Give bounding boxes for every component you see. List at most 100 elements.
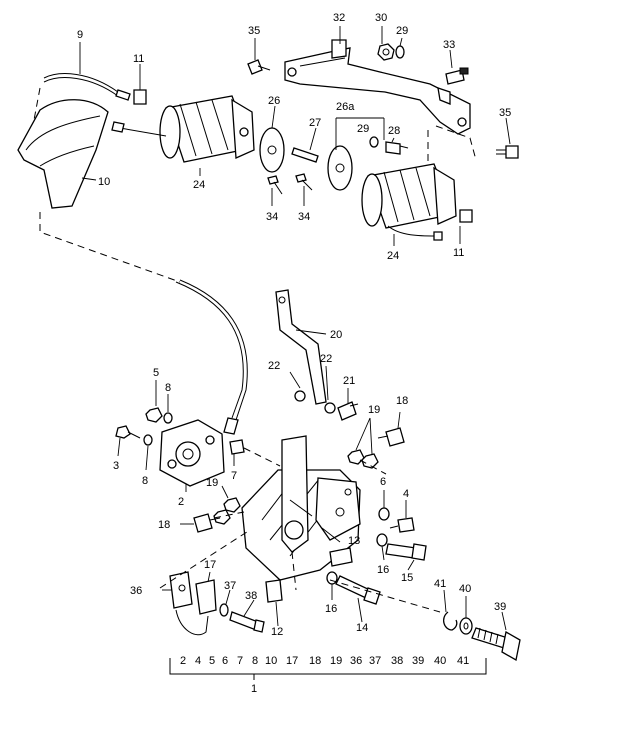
callout-8: 8 xyxy=(142,475,148,487)
callout-18: 18 xyxy=(396,395,408,407)
callout-30: 30 xyxy=(375,12,387,24)
callout-14: 14 xyxy=(356,622,368,634)
gear-26a xyxy=(327,145,353,191)
washer-40 xyxy=(459,617,473,635)
callout-33: 33 xyxy=(443,39,455,51)
kit-item: 40 xyxy=(434,655,446,667)
callout-8: 8 xyxy=(165,382,171,394)
kit-list: 2 4 5 6 7 8 10 17 18 19 36 37 38 39 40 4… xyxy=(180,655,469,695)
motor-24-left xyxy=(111,95,255,163)
callout-40: 40 xyxy=(459,583,471,595)
gear-26 xyxy=(259,127,285,173)
kit-item: 36 xyxy=(350,655,362,667)
washer-16-bottom xyxy=(326,571,338,585)
drive-cable xyxy=(175,279,248,435)
callout-29: 29 xyxy=(396,25,408,37)
bushing-13 xyxy=(329,547,353,567)
kit-bracket xyxy=(169,658,487,680)
callout-37: 37 xyxy=(224,580,236,592)
nut-30 xyxy=(377,43,395,61)
shaft-27 xyxy=(291,147,319,163)
bolt-35-left xyxy=(247,59,271,75)
kit-item: 17 xyxy=(286,655,298,667)
callout-12: 12 xyxy=(271,626,283,638)
callout-7: 7 xyxy=(231,470,237,482)
lever-20 xyxy=(275,289,327,405)
mounting-bracket xyxy=(284,39,471,135)
washer-22-right xyxy=(324,402,336,414)
callout-34: 34 xyxy=(298,211,310,223)
callout-34: 34 xyxy=(266,211,278,223)
kit-item: 38 xyxy=(391,655,403,667)
nut-19-top-a xyxy=(347,449,365,465)
nut-19-top-b xyxy=(361,453,379,469)
callout-18: 18 xyxy=(158,519,170,531)
callout-26: 26 xyxy=(268,95,280,107)
kit-item: 19 xyxy=(330,655,342,667)
callout-10: 10 xyxy=(98,176,110,188)
callout-21: 21 xyxy=(343,375,355,387)
motor-24-right xyxy=(361,163,457,241)
circlip-41 xyxy=(442,611,458,631)
leader-lines xyxy=(79,26,511,631)
callout-22: 22 xyxy=(320,353,332,365)
kit-item: 8 xyxy=(252,655,258,667)
callout-3: 3 xyxy=(113,460,119,472)
nut-5 xyxy=(145,407,163,423)
bolt-39 xyxy=(471,627,521,662)
callout-24: 24 xyxy=(193,179,205,191)
knob-18-left xyxy=(193,513,221,533)
callout-5: 5 xyxy=(153,367,159,379)
washer-22-left xyxy=(294,390,306,402)
kit-item: 4 xyxy=(195,655,201,667)
callout-20: 20 xyxy=(330,329,342,341)
washer-37 xyxy=(219,603,229,617)
callout-4: 4 xyxy=(403,488,409,500)
pin-21 xyxy=(337,401,359,421)
cover-10 xyxy=(17,99,109,209)
callout-9: 9 xyxy=(77,29,83,41)
kit-item: 2 xyxy=(180,655,186,667)
clip-11-right xyxy=(459,209,473,223)
screw-3 xyxy=(115,425,141,439)
kit-item: 5 xyxy=(209,655,215,667)
bolt-28 xyxy=(385,141,409,155)
callout-16: 16 xyxy=(325,603,337,615)
washer-8-bottom xyxy=(143,434,153,446)
callout-2: 2 xyxy=(178,496,184,508)
kit-item: 7 xyxy=(237,655,243,667)
kit-item: 18 xyxy=(309,655,321,667)
callout-32: 32 xyxy=(333,12,345,24)
screw-4 xyxy=(389,517,415,533)
callout-26a: 26a xyxy=(336,101,355,113)
screw-34-right xyxy=(295,173,313,191)
bushing-7 xyxy=(229,439,245,455)
callout-38: 38 xyxy=(245,590,257,602)
washer-29-top xyxy=(395,45,405,59)
kit-item: 10 xyxy=(265,655,277,667)
kit-item: 6 xyxy=(222,655,228,667)
kit-item: 39 xyxy=(412,655,424,667)
callout-11: 11 xyxy=(133,53,144,65)
kit-number: 1 xyxy=(251,683,257,695)
callout-35: 35 xyxy=(248,25,260,37)
callout-11: 11 xyxy=(453,247,464,259)
washer-29-mid xyxy=(369,136,379,148)
callout-19: 19 xyxy=(206,477,218,489)
screw-34-left xyxy=(267,175,283,195)
knob-18-top xyxy=(377,427,405,447)
callout-6: 6 xyxy=(380,476,386,488)
callout-24: 24 xyxy=(387,250,399,262)
kit-item: 41 xyxy=(457,655,469,667)
bracket-36 xyxy=(169,571,217,636)
washer-8-top xyxy=(163,412,173,424)
lock-body-2 xyxy=(159,419,225,487)
nut-19-left-b xyxy=(213,509,231,525)
nut-19-left-a xyxy=(223,497,241,513)
callout-28: 28 xyxy=(388,125,400,137)
callout-27: 27 xyxy=(309,117,321,129)
kit-item: 37 xyxy=(369,655,381,667)
callout-35: 35 xyxy=(499,107,511,119)
callout-17: 17 xyxy=(204,559,216,571)
stud-33 xyxy=(445,67,469,85)
